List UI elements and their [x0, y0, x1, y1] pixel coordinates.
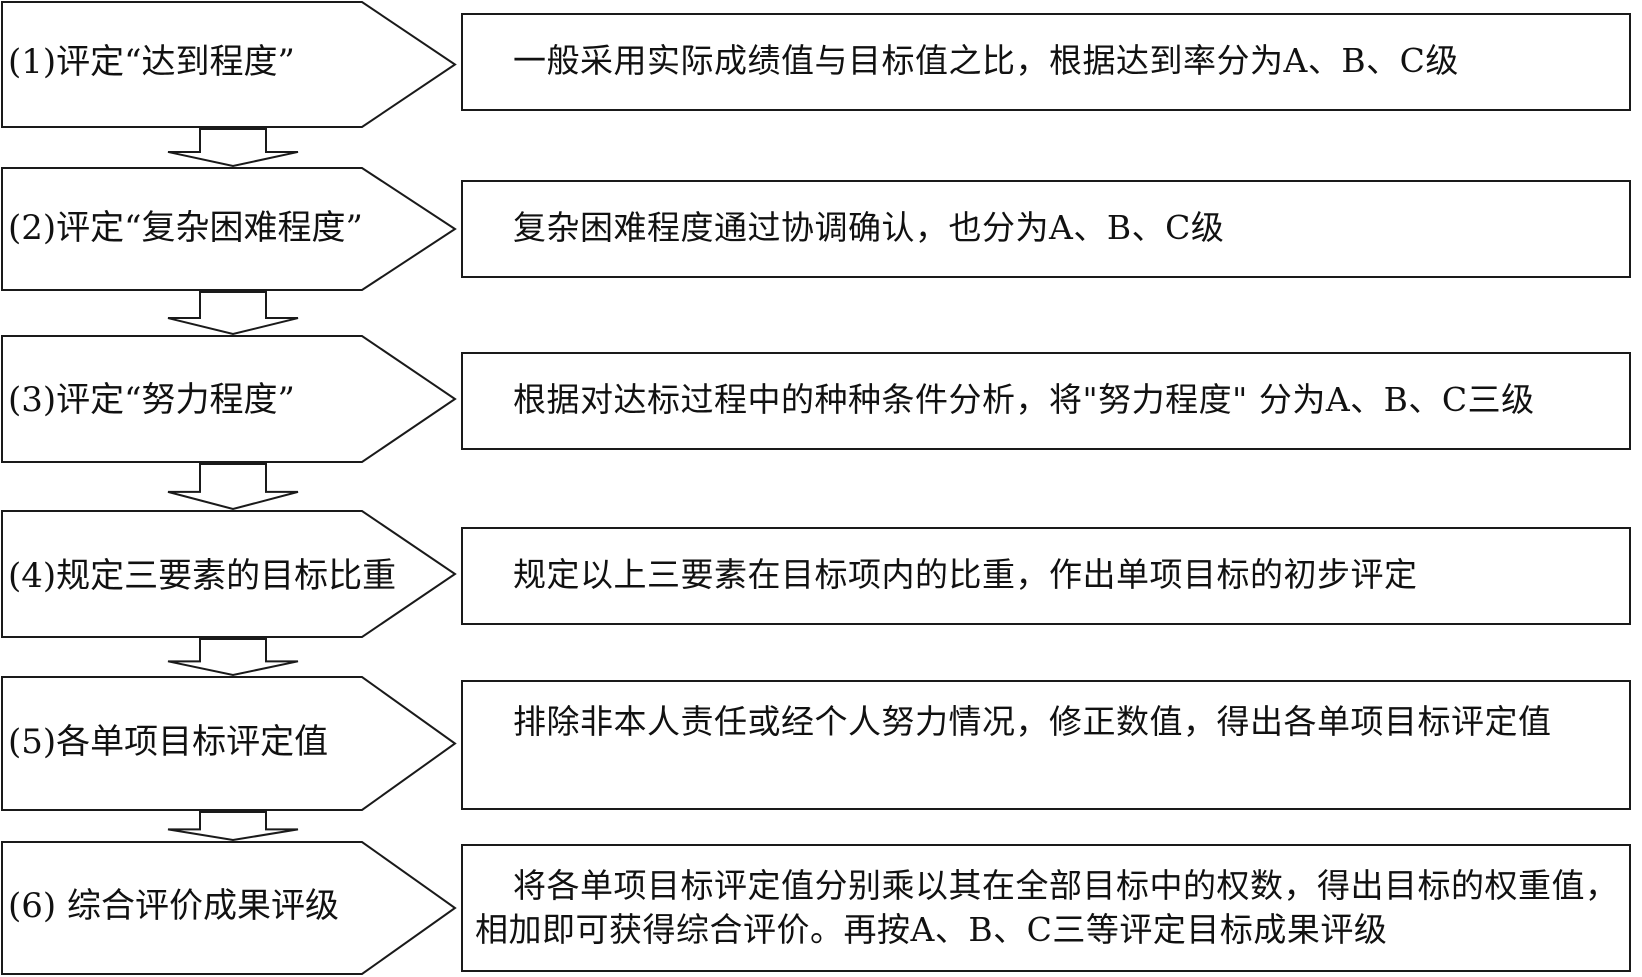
step-1-description: 一般采用实际成绩值与目标值之比，根据达到率分为A、B、C级 — [513, 41, 1459, 80]
step-4-pentagon — [1, 510, 457, 638]
step-5-label: (5)各单项目标评定值 — [8, 722, 329, 762]
step-3-label: (3)评定“努力程度” — [8, 380, 295, 420]
step-6-pentagon — [1, 841, 457, 975]
down-arrow-icon — [167, 128, 299, 168]
step-6-description: 将各单项目标评定值分别乘以其在全部目标中的权数，得出目标的权重值，相加即可获得综… — [475, 866, 1619, 949]
step-2-pentagon — [1, 167, 457, 291]
step-1-description-box: 一般采用实际成绩值与目标值之比，根据达到率分为A、B、C级 — [461, 13, 1631, 111]
step-5-description-box: 排除非本人责任或经个人努力情况，修正数值，得出各单项目标评定值 — [461, 680, 1631, 810]
step-1-label: (1)评定“达到程度” — [8, 42, 295, 82]
step-2-description-box: 复杂困难程度通过协调确认，也分为A、B、C级 — [461, 180, 1631, 278]
down-arrow-icon — [167, 638, 299, 677]
step-5-description: 排除非本人责任或经个人努力情况，修正数值，得出各单项目标评定值 — [513, 702, 1552, 741]
step-4-description: 规定以上三要素在目标项内的比重，作出单项目标的初步评定 — [513, 555, 1418, 594]
down-arrow-icon — [167, 811, 299, 842]
step-3-description: 根据对达标过程中的种种条件分析，将"努力程度" 分为A、B、C三级 — [513, 380, 1535, 419]
step-4-label: (4)规定三要素的目标比重 — [8, 556, 397, 596]
down-arrow-icon — [167, 463, 299, 511]
step-4-description-box: 规定以上三要素在目标项内的比重，作出单项目标的初步评定 — [461, 527, 1631, 625]
step-3-description-box: 根据对达标过程中的种种条件分析，将"努力程度" 分为A、B、C三级 — [461, 352, 1631, 450]
step-1-pentagon — [1, 1, 457, 128]
down-arrow-icon — [167, 291, 299, 336]
step-6-description-box: 将各单项目标评定值分别乘以其在全部目标中的权数，得出目标的权重值，相加即可获得综… — [461, 844, 1631, 972]
step-3-pentagon — [1, 335, 457, 463]
step-2-label: (2)评定“复杂困难程度” — [8, 208, 363, 248]
step-6-label: (6) 综合评价成果评级 — [8, 886, 339, 926]
step-2-description: 复杂困难程度通过协调确认，也分为A、B、C级 — [513, 208, 1225, 247]
step-5-pentagon — [1, 676, 457, 811]
